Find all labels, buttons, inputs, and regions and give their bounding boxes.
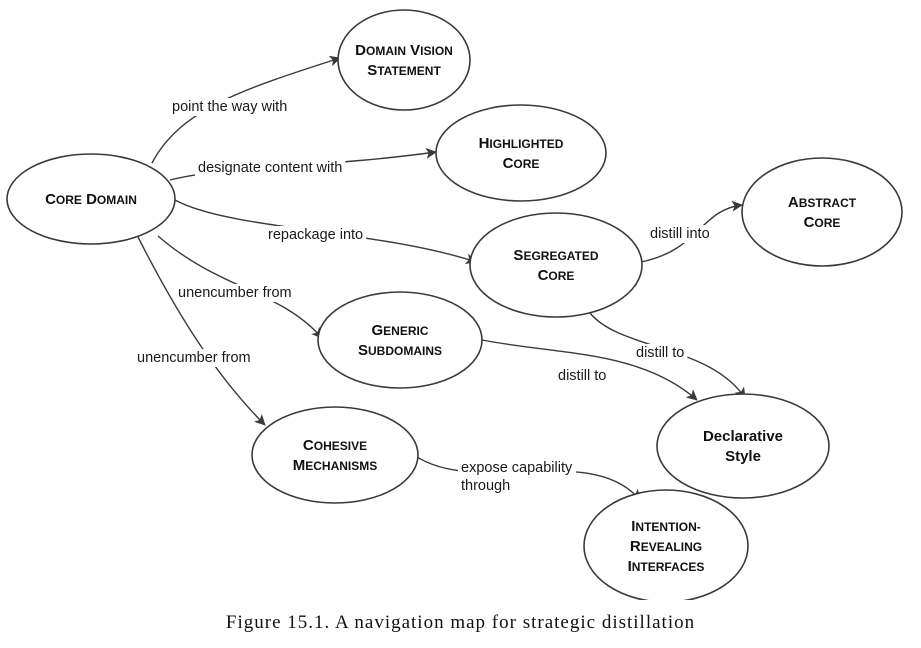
edge-label-background [195, 159, 346, 177]
edge-segregated-distill-to: distill to [589, 312, 746, 399]
edge-label: distill to [558, 368, 606, 384]
edge-label: repackage into [268, 227, 363, 243]
edge-label: distill to [636, 345, 684, 361]
node-label: Style [725, 448, 761, 465]
node-label: CORE [503, 155, 540, 172]
node-label: SEGREGATED [513, 247, 598, 264]
node-ellipse [656, 393, 830, 499]
node-label: CORE DOMAIN [45, 191, 137, 208]
node-label: CORE [538, 267, 575, 284]
edge-unencumber-from-generic: unencumber from [157, 235, 323, 339]
node-abstract-core: ABSTRACT CORE [741, 157, 903, 267]
edge-label-background [633, 344, 688, 362]
edge-label-background [458, 459, 576, 477]
node-label: Declarative [703, 428, 783, 445]
edge-label-background [169, 98, 291, 116]
node-label: REVEALING [630, 538, 702, 555]
figure-caption: Figure 15.1. A navigation map for strate… [225, 612, 696, 633]
node-ellipse [469, 212, 643, 318]
edge-label: through [461, 478, 510, 494]
edge-arrow [137, 236, 266, 426]
node-label: INTERFACES [628, 558, 705, 575]
node-ellipse [6, 153, 176, 245]
node-label: ABSTRACT [788, 194, 857, 211]
node-ellipse [317, 291, 483, 389]
node-ellipse [251, 406, 419, 504]
node-label: GENERIC [371, 322, 428, 339]
edge-designate-content-with: designate content with [169, 147, 437, 181]
node-generic-subdomains: GENERIC SUBDOMAINS [317, 291, 483, 389]
edge-label-background [647, 225, 713, 243]
node-ellipse [583, 489, 749, 600]
edge-label-background [265, 226, 367, 244]
edge-label: point the way with [172, 99, 287, 115]
node-label: STATEMENT [367, 62, 441, 79]
edge-label-background [134, 349, 254, 367]
node-label: CORE [804, 214, 841, 231]
edge-unencumber-from-cohesive: unencumber from [134, 236, 266, 426]
navigation-map-diagram: point the way with designate content with… [6, 9, 903, 600]
edge-label: unencumber from [137, 350, 251, 366]
edge-label: designate content with [198, 160, 342, 176]
edge-distill-into: distill into [640, 200, 743, 263]
node-ellipse [741, 157, 903, 267]
node-label: SUBDOMAINS [358, 342, 442, 359]
edges-layer: point the way with designate content with… [134, 55, 746, 501]
edge-label-background [458, 477, 514, 495]
node-label: DOMAIN VISION [355, 42, 453, 59]
edge-label-background [555, 367, 610, 385]
edge-label-background [175, 284, 295, 302]
edge-point-the-way-with: point the way with [151, 55, 341, 164]
edge-arrow [481, 339, 698, 401]
node-ellipse [337, 9, 471, 111]
node-domain-vision-statement: DOMAIN VISION STATEMENT [337, 9, 471, 111]
node-label: MECHANISMS [293, 457, 378, 474]
node-core-domain: CORE DOMAIN [6, 153, 176, 245]
nodes-layer: CORE DOMAIN DOMAIN VISION STATEMENT HIGHLIG… [6, 9, 903, 600]
node-label: INTENTION- [631, 518, 701, 535]
node-label: HIGHLIGHTED [479, 135, 564, 152]
node-segregated-core: SEGREGATED CORE [469, 212, 643, 318]
edge-generic-distill-to: distill to [481, 339, 698, 401]
edge-expose-capability-through: expose capability through [409, 451, 641, 501]
node-intention-revealing-interfaces: INTENTION- REVEALING INTERFACES [583, 489, 749, 600]
node-ellipse [435, 104, 607, 202]
node-highlighted-core: HIGHLIGHTED CORE [435, 104, 607, 202]
node-cohesive-mechanisms: COHESIVE MECHANISMS [251, 406, 419, 504]
edge-repackage-into: repackage into [174, 199, 477, 265]
node-label: COHESIVE [303, 437, 367, 454]
edge-label: distill into [650, 226, 710, 242]
edge-label: expose capability [461, 460, 573, 476]
edge-label: unencumber from [178, 285, 292, 301]
